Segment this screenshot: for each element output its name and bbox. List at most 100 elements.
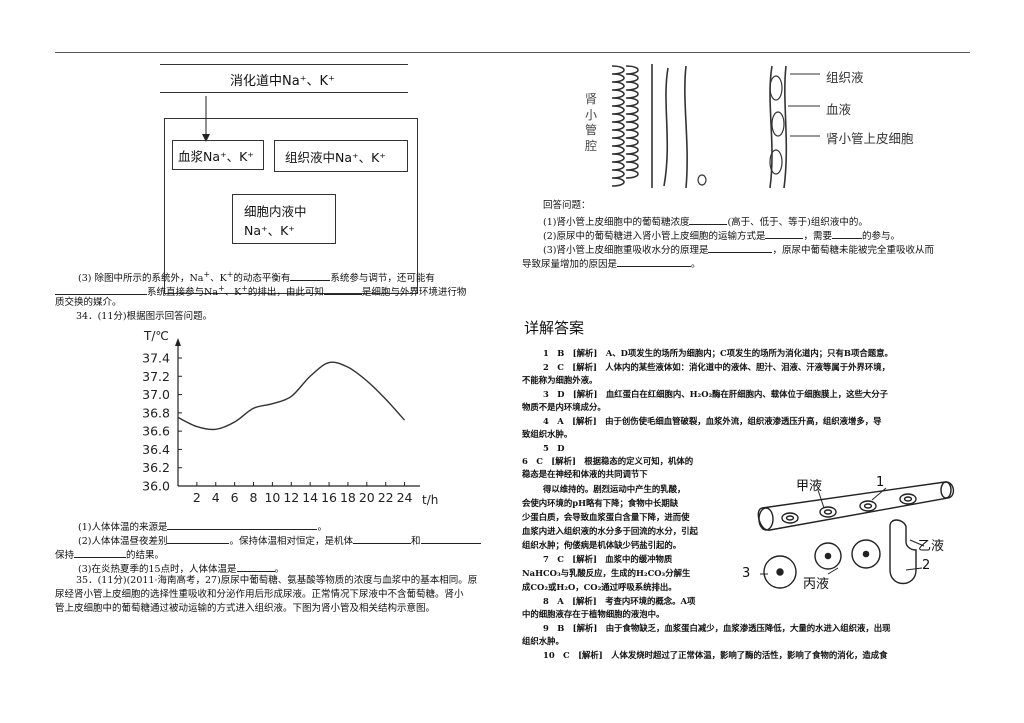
y-tick-label: 37.0	[142, 387, 170, 402]
cell-box	[232, 194, 336, 244]
sup: +	[217, 284, 225, 293]
vessel-diagram	[757, 481, 955, 589]
text: 系统参与调节，还可能有	[330, 273, 435, 285]
x-tick-label: 14	[302, 490, 318, 505]
answer-9b: 组织水肿。	[522, 636, 564, 646]
x-tick-label: 10	[264, 490, 280, 505]
q34-q1: (1)人体体温的来源是。	[78, 519, 327, 534]
answer-2a: 2 C [解析] 人体内的某些液体如：消化道中的液体、胆汁、泪液、汗液等属于外界…	[543, 362, 891, 372]
q35-line3: 管上皮细胞中的葡萄糖通过被动运输的方式进入组织液。下图为肾小管及相关结构示意图。	[55, 603, 436, 614]
answer-blank[interactable]	[708, 242, 773, 253]
sup: +	[203, 270, 211, 279]
answer-blank[interactable]	[765, 228, 804, 239]
label-char: 小	[585, 107, 598, 122]
text: (3)肾小管上皮细胞重吸收水分的原理是	[543, 245, 709, 256]
answer-8a: 8 A [解析] 考查内环境的概念。A项	[543, 596, 696, 606]
answer-blank[interactable]	[352, 533, 411, 544]
x-tick-label: 22	[378, 490, 394, 505]
sup: +	[241, 284, 248, 293]
text: (1)肾小管上皮细胞中的葡萄糖浓度	[543, 217, 690, 228]
text: 的排出，由此可知	[247, 287, 324, 299]
q35-q3-cont: 导致尿量增加的原因是 。	[522, 256, 701, 271]
fluid-a-label: 甲液	[796, 479, 823, 494]
tubule-lumen-label: 肾 小 管 腔	[585, 92, 597, 154]
temperature-curve	[177, 361, 406, 431]
x-tick-label: 12	[283, 490, 299, 505]
q35-q1: (1)肾小管上皮细胞中的葡萄糖浓度(高于、低于、等于)组织液中的。	[543, 214, 868, 229]
answer-7c: 成CO₂或H₂O，CO₂通过呼吸系统排出。	[522, 582, 677, 592]
answer-5: 5 D	[543, 443, 565, 453]
answers-heading: 详解答案	[524, 319, 585, 337]
text: (1)人体体温的来源是	[78, 522, 168, 533]
x-tick-label: 24	[397, 490, 413, 505]
answer-blank[interactable]	[290, 270, 331, 282]
header-top-line	[160, 64, 408, 65]
outer-box	[164, 118, 418, 294]
y-tick-label: 36.8	[142, 405, 170, 420]
blood-label: 血液	[826, 102, 852, 117]
text: 、K	[210, 273, 227, 285]
text: 导致尿量增加的原因是	[522, 259, 618, 270]
text: 的动态平衡有	[233, 273, 291, 285]
y-tick-label: 37.4	[142, 351, 170, 366]
text: ，原尿中葡萄糖未能被完全重吸收从而	[772, 245, 934, 256]
y-tick-label: 36.2	[142, 460, 170, 475]
q35-line2: 尿经肾小管上皮细胞的选择性重吸收和分泌作用后形成尿液。正常情况下尿液中不含葡萄糖…	[55, 589, 464, 600]
answer-blank[interactable]	[323, 284, 362, 296]
answer-blank[interactable]	[167, 519, 318, 530]
answer-1: 1 B [解析] A、D项发生的场所为细胞内；C项发生的场所为消化道内；只有B项…	[543, 348, 893, 358]
q34-q3: (3)在炎热夏季的15点时，人体体温是。	[78, 561, 284, 576]
answer-blank[interactable]	[831, 228, 862, 239]
arrow-down	[202, 96, 210, 142]
text: 。	[691, 259, 701, 270]
text: (2)原尿中的葡萄糖进入肾小管上皮细胞的运输方式是	[543, 231, 766, 242]
answer-blank[interactable]	[236, 561, 275, 572]
y-axis-label: T/℃	[143, 329, 169, 343]
answer-4a: 4 A [解析] 由于创伤使毛细血管破裂，血浆外流，组织液渗透压升高，组织液增多…	[543, 416, 882, 426]
fluid-b-label: 乙液	[918, 539, 945, 554]
x-tick-label: 18	[340, 490, 356, 505]
text: (2)人体体温昼夜差别	[78, 536, 168, 547]
y-tick-label: 36.0	[142, 479, 170, 494]
answer-6e: 少蛋白质，会导致血浆蛋白含量下降，进而使	[522, 512, 690, 522]
answer-blank[interactable]	[617, 256, 692, 267]
text: (3)在炎热夏季的15点时，人体体温是	[78, 564, 237, 575]
plasma-box	[172, 140, 264, 170]
q34-title: 34．(11分)根据图示回答问题。	[76, 311, 213, 322]
answer-7a: 7 C [解析] 血浆中的缓冲物质	[543, 554, 673, 564]
top-rule	[55, 52, 970, 53]
answer-blank[interactable]	[74, 547, 127, 558]
label-char: 肾	[585, 92, 598, 106]
x-tick-label: 2	[193, 490, 201, 505]
sup: +	[226, 270, 234, 279]
answer-blank[interactable]	[55, 284, 147, 296]
x-tick-label: 20	[359, 490, 375, 505]
tissue-box	[274, 140, 408, 172]
y-axis-arrow	[175, 338, 181, 346]
x-axis-label: t/h	[422, 493, 438, 507]
answer-blank[interactable]	[167, 533, 230, 544]
text: 的结果。	[126, 550, 165, 561]
cell-label-1: 细胞内液中	[244, 204, 307, 219]
y-tick-label: 36.4	[142, 442, 170, 457]
answer-8b: 中的细胞液存在于植物细胞的液泡中。	[522, 609, 665, 619]
answer-9a: 9 B [解析] 由于食物缺乏，血浆蛋白减少，血浆渗透压降低，大量的水进入组织液…	[543, 623, 891, 633]
text: 、K	[224, 287, 242, 299]
answer-7b: NaHCO₃与乳酸反应，生成的H₂CO₃分解生	[522, 568, 691, 578]
answer-4b: 致组织水肿。	[522, 429, 573, 439]
answer-3a: 3 D [解析] 血红蛋白在红细胞内、H₂O₂酶在肝细胞内、载体位于细胞膜上，这…	[543, 389, 889, 399]
label-char: 管	[585, 123, 598, 137]
fluid-c-label: 丙液	[803, 577, 830, 592]
digestive-tract-label: 消化道中Na⁺、K⁺	[230, 74, 335, 89]
x-tick-label: 6	[231, 490, 239, 505]
tubule-drawing	[611, 64, 820, 189]
label-1: 1	[876, 475, 885, 490]
answer-6a: 6 C [解析] 根据稳态的定义可知，机体的	[522, 456, 694, 466]
answer-blank[interactable]	[420, 533, 481, 544]
answer-6f: 血浆内进入组织液的水分多于回流的水分，引起	[522, 526, 698, 536]
answer-blank[interactable]	[689, 214, 728, 225]
text: 系统直接参与Na	[147, 287, 218, 299]
q34-q2: (2)人体体温昼夜差别。保持体温相对恒定，是机体和	[78, 533, 481, 548]
q35-q2: (2)原尿中的葡萄糖进入肾小管上皮细胞的运输方式是，需要的参与。	[543, 228, 900, 243]
